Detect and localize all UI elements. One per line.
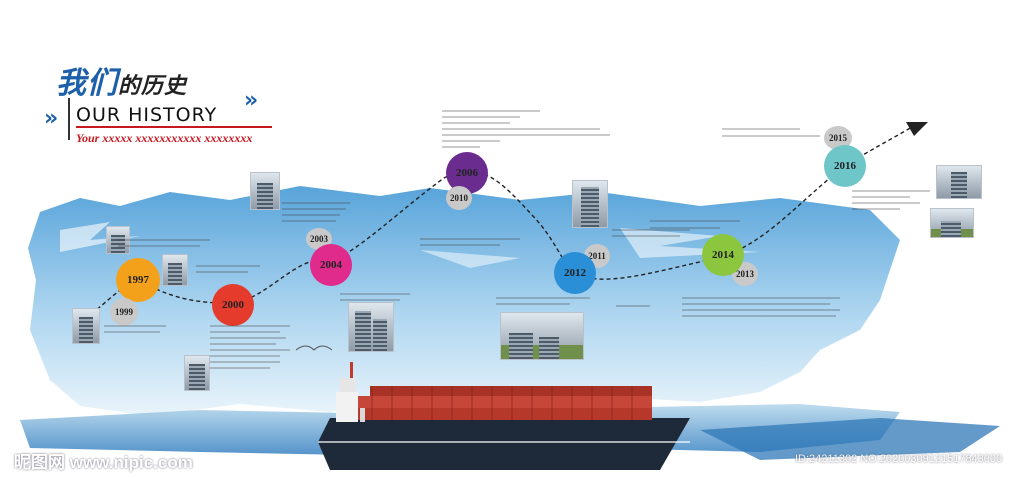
year-label: 2012 (564, 267, 586, 279)
year-circle-2012: 2012 (554, 252, 596, 294)
building-photo (936, 165, 982, 199)
year-label: 2006 (456, 167, 478, 179)
title-chinese-rest: 的历史 (118, 73, 188, 99)
year-circle-2004: 2004 (310, 244, 352, 286)
year-label: 2013 (736, 269, 754, 279)
chevron-right-icon: » (44, 106, 59, 131)
year-circle-2010: 2010 (446, 186, 472, 210)
building-photo (930, 208, 974, 238)
year-label: 2010 (450, 193, 468, 203)
year-circle-2016: 2016 (824, 145, 866, 187)
year-label: 2014 (712, 249, 734, 261)
year-label: 2016 (834, 160, 856, 172)
year-label: 1999 (115, 307, 133, 317)
watermark-id: ID:24211302 NO:20200309121517843000 (795, 453, 1003, 465)
building-photo (162, 254, 188, 286)
watermark-site: 昵图网 www.nipic.com (14, 453, 193, 472)
year-label: 2015 (829, 133, 847, 143)
year-label: 1997 (127, 274, 149, 286)
year-label: 2004 (320, 259, 342, 271)
year-circle-1997: 1997 (116, 258, 160, 302)
title-chinese: 我们的历史 (56, 58, 187, 102)
title-underline (76, 126, 272, 128)
title-chinese-main: 我们 (56, 66, 118, 101)
title-english: OUR HISTORY (76, 104, 218, 126)
building-photo (184, 355, 210, 391)
title-subtitle: Your xxxxx xxxxxxxxxxx xxxxxxxx (76, 131, 253, 145)
year-circle-1999: 1999 (110, 298, 138, 326)
building-photo (72, 308, 100, 344)
year-label: 2000 (222, 299, 244, 311)
title-divider (68, 98, 70, 140)
year-label: 2011 (588, 251, 606, 261)
year-circle-2000: 2000 (212, 284, 254, 326)
year-circle-2014: 2014 (702, 234, 744, 276)
building-photo (500, 312, 584, 360)
building-photo (572, 180, 608, 228)
year-label: 2003 (310, 234, 328, 244)
building-photo (348, 302, 394, 352)
chevron-right-icon: » (244, 88, 259, 113)
building-photo (250, 172, 280, 210)
